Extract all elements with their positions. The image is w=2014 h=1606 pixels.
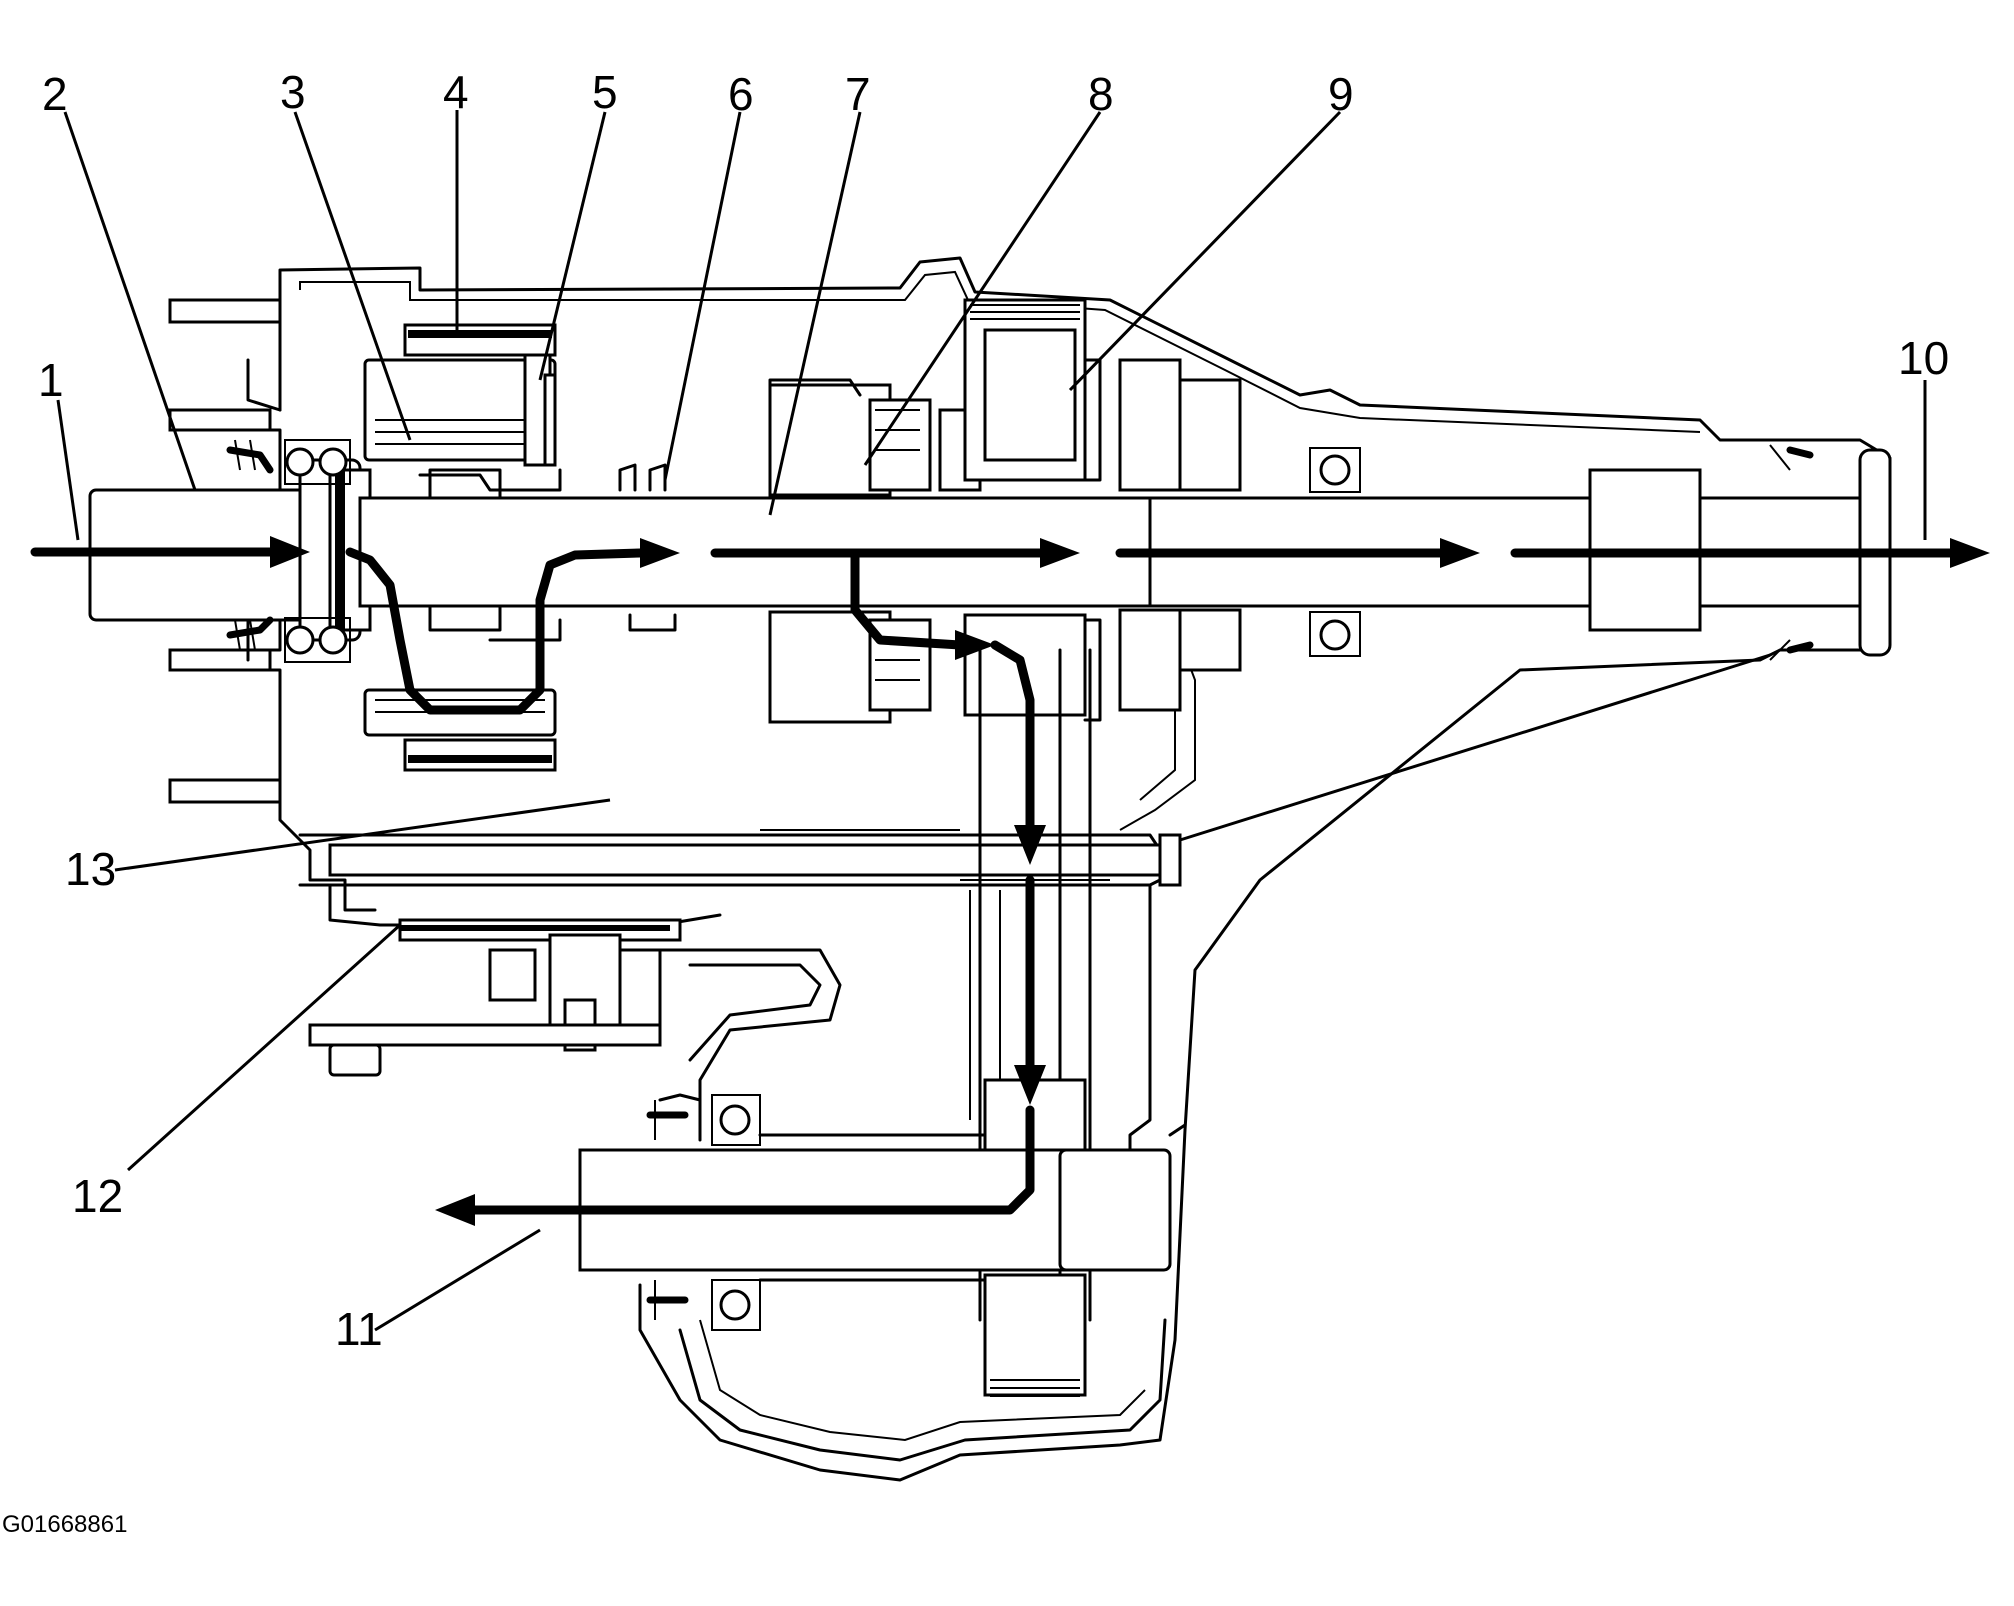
callout-2: 2 <box>42 68 68 120</box>
callout-7: 7 <box>845 68 871 120</box>
callout-8: 8 <box>1088 68 1114 120</box>
callout-13: 13 <box>65 843 116 895</box>
leader-lines <box>56 110 1927 1332</box>
callout-9: 9 <box>1328 68 1354 120</box>
callout-1: 1 <box>38 354 64 406</box>
figure-id: G01668861 <box>2 1511 127 1538</box>
callout-labels: 1 2 3 4 5 6 7 8 9 10 11 12 13 <box>38 66 1949 1355</box>
planetary-gearset <box>363 323 562 772</box>
oil-pump-assembly <box>308 918 842 1102</box>
front-bearing-top <box>284 439 351 485</box>
housing-outline <box>168 256 1892 1482</box>
callout-11: 11 <box>335 1303 383 1355</box>
callout-12: 12 <box>72 1170 123 1222</box>
callout-6: 6 <box>728 68 754 120</box>
power-flow-arrows <box>30 536 1990 1226</box>
callout-4: 4 <box>443 66 469 118</box>
drive-chain <box>328 648 1182 1322</box>
front-output-shaft <box>578 1078 1172 1397</box>
front-bearing-bottom <box>284 617 351 663</box>
callout-5: 5 <box>592 66 618 118</box>
callout-10: 10 <box>1898 332 1949 384</box>
callout-3: 3 <box>280 66 306 118</box>
